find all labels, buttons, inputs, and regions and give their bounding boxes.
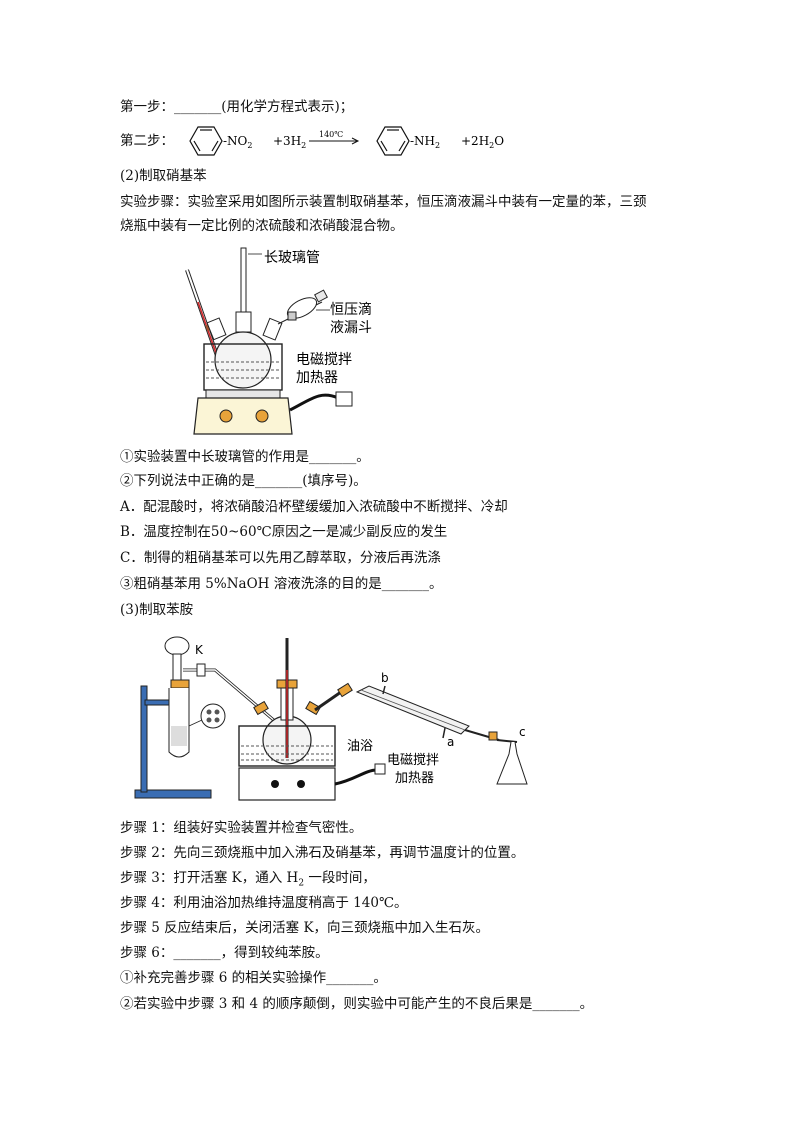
power-cord — [334, 768, 378, 786]
label-oil-bath: 油浴 — [347, 739, 373, 754]
step-3: 步骤 3：打开活塞 K，通入 H2 一段时间， — [120, 870, 376, 889]
section2-title: (2)制取硝基苯 — [120, 168, 207, 184]
heater-top — [205, 389, 281, 399]
gas-funnel — [164, 636, 190, 656]
section3-title: (3)制取苯胺 — [120, 602, 194, 618]
label-k: K — [195, 643, 204, 657]
knob-icon — [271, 780, 279, 788]
hydrogen-reagent: +3H2 — [273, 134, 306, 150]
power-cord — [289, 393, 339, 412]
question-4: ①补充完善步骤 6 的相关实验操作_______。 — [120, 970, 387, 986]
label-long-tube: 长玻璃管 — [264, 249, 320, 266]
test-tube — [168, 688, 190, 758]
question-2: ②下列说法中正确的是_______(填序号)。 — [120, 473, 367, 489]
label-heater-2: 加热器 — [395, 771, 434, 786]
step1-blank: _______ — [174, 99, 222, 115]
valve-k[interactable] — [196, 663, 206, 677]
step-2: 步骤 2：先向三颈烧瓶中加入沸石及硝基苯，再调节温度计的位置。 — [120, 845, 525, 861]
step2-line: 第二步： — [120, 131, 174, 151]
label-b: b — [381, 671, 389, 685]
arrow-head-icon — [351, 137, 360, 145]
step-6: 步骤 6：_______，得到较纯苯胺。 — [120, 945, 329, 961]
water-product: +2H2O — [461, 134, 504, 150]
gas-tube — [183, 668, 284, 730]
step-4: 步骤 4：利用油浴加热维持温度稍高于 140℃。 — [120, 895, 408, 911]
label-heater-1: 电磁搅拌 — [387, 752, 439, 768]
step1-line: 第一步：_______(用化学方程式表示)； — [120, 97, 353, 117]
step1-suffix: (用化学方程式表示)； — [221, 99, 354, 115]
stirrer-heater — [193, 397, 293, 435]
aniline-apparatus-diagram: K b a c 油浴 电磁搅拌 加热器 — [134, 636, 528, 801]
oil-bath — [238, 725, 336, 767]
benzene-ring-icon — [189, 126, 223, 156]
benzene-ring-icon — [376, 126, 410, 156]
option-b: B．温度控制在50~60℃原因之一是减少副反应的发生 — [120, 524, 448, 540]
knob-icon — [255, 409, 269, 423]
question-1: ①实验装置中长玻璃管的作用是_______。 — [120, 449, 370, 465]
plug-icon — [335, 391, 353, 407]
label-heater-1: 电磁搅拌 — [296, 352, 352, 368]
three-neck-flask — [214, 331, 272, 389]
label-heater-2: 加热器 — [296, 370, 338, 386]
reaction-condition: 140℃ — [319, 130, 343, 139]
label-funnel-2: 液漏斗 — [330, 320, 372, 336]
receiver-flask — [496, 741, 528, 785]
label-funnel-1: 恒压滴 — [330, 301, 372, 318]
nitro-group: -NO2 — [223, 134, 253, 150]
question-3: ③粗硝基苯用 5%NaOH 溶液洗涤的目的是_______。 — [120, 576, 443, 592]
dropping-funnel — [277, 289, 328, 325]
question-5: ②若实验中步骤 3 和 4 的顺序颠倒，则实验中可能产生的不良后果是______… — [120, 996, 594, 1012]
plug-icon — [374, 763, 386, 775]
knob-icon — [219, 409, 233, 423]
section2-text-2: 烧瓶中装有一定比例的浓硫酸和浓硝酸混合物。 — [120, 218, 404, 234]
step-1: 步骤 1：组装好实验装置并检查气密性。 — [120, 820, 363, 836]
knob-icon — [297, 780, 305, 788]
amino-group: -NH2 — [410, 134, 440, 150]
step2-prefix: 第二步： — [120, 133, 174, 149]
label-a: a — [447, 735, 454, 749]
label-c: c — [519, 725, 526, 739]
option-a: A．配混酸时，将浓硝酸沿杯壁缓缓加入浓硫酸中不断搅拌、冷却 — [120, 499, 508, 515]
zoom-circle — [200, 703, 226, 729]
option-c: C．制得的粗硝基苯可以先用乙醇萃取，分液后再洗涤 — [120, 550, 441, 566]
step-5: 步骤 5 反应结束后，关闭活塞 K，向三颈烧瓶中加入生石灰。 — [120, 920, 490, 936]
nitrobenzene-apparatus-diagram: 长玻璃管 恒压滴 液漏斗 电磁搅拌 加热器 — [185, 247, 372, 435]
step1-prefix: 第一步： — [120, 99, 174, 115]
stand-rod — [140, 685, 148, 793]
stirrer-heater — [238, 767, 336, 801]
stand-base — [134, 789, 212, 799]
reaction-equation: -NO2 +3H2 140℃ -NH2 +2H2O — [189, 126, 504, 156]
section2-text-1: 实验步骤：实验室采用如图所示装置制取硝基苯，恒压滴液漏斗中装有一定量的苯，三颈 — [120, 194, 647, 210]
